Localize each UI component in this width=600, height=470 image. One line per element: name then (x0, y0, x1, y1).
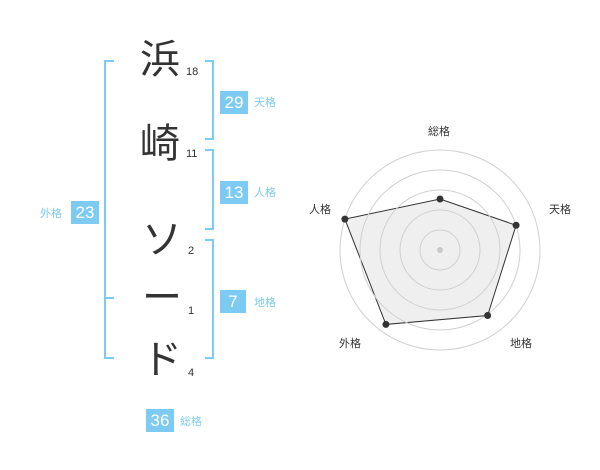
jinkaku-label: 人格 (254, 186, 276, 199)
jinkaku-value: 13 (220, 181, 248, 204)
soukaku-value: 36 (146, 409, 174, 432)
radar-point-4 (382, 320, 390, 328)
radar-point-1 (436, 195, 444, 203)
name-char-3: ソ (142, 217, 182, 263)
tenkaku-label: 天格 (254, 96, 276, 109)
radar-axis-chikaku: 地格 (510, 337, 532, 350)
radar-center (437, 247, 443, 253)
name-char-1: 浜 (140, 37, 180, 83)
radar-axis-tenkaku: 天格 (549, 203, 571, 216)
chikaku-label: 地格 (254, 296, 276, 309)
name-char-5: ド (142, 337, 182, 383)
stroke-count-2: 11 (186, 148, 198, 160)
radar-ring-4 (359, 169, 521, 331)
radar-axis-jinkaku: 人格 (309, 203, 331, 216)
radar-ring-3 (379, 189, 501, 311)
radar-ring-1 (419, 229, 461, 271)
name-char-2: 崎 (140, 121, 180, 167)
radar-axis-soukaku: 総格 (428, 125, 450, 138)
gaikaku-value: 23 (71, 201, 99, 224)
stroke-count-5: 4 (188, 367, 195, 379)
radar-axis-gaikaku: 外格 (339, 337, 361, 350)
soukaku-label: 総格 (180, 415, 202, 428)
tenkaku-value: 29 (220, 91, 248, 114)
stroke-count-4: 1 (188, 305, 195, 317)
radar-series-area (344, 198, 517, 325)
radar-point-2 (512, 221, 520, 229)
radar-point-3 (484, 312, 492, 320)
chikaku-value: 7 (220, 290, 246, 313)
chikaku-bracket (205, 239, 214, 359)
stroke-count-3: 2 (188, 245, 195, 257)
stroke-count-1: 18 (186, 66, 199, 78)
name-char-4: ー (142, 275, 182, 321)
radar-ring-2 (399, 209, 481, 291)
jinkaku-bracket (205, 149, 214, 230)
tenkaku-bracket (205, 60, 214, 140)
radar-point-5 (341, 215, 349, 223)
gaikaku-label: 外格 (40, 207, 62, 220)
gaikaku-bracket (104, 60, 114, 359)
